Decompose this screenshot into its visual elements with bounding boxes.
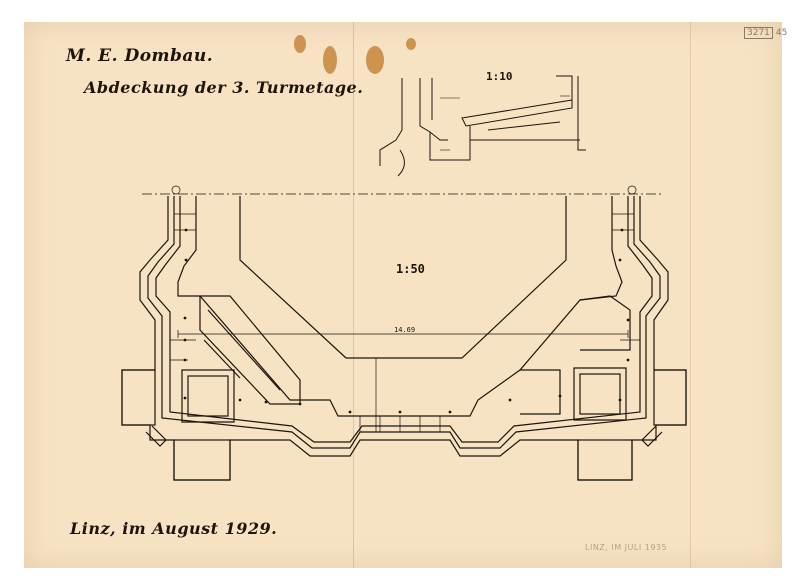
dimension-line [177,330,629,338]
paper-stains [294,35,416,74]
axis-marker-right [627,185,637,195]
axis-marker-left [171,185,181,195]
fold-line-right [690,22,691,568]
title-line2: Abdeckung der 3. Turmetage. [84,78,364,97]
title-line1: M. E. Dombau. [66,46,214,66]
dimension-label: 14.69 [394,326,416,334]
section-detail [379,75,586,177]
pencil-note: LINZ, IM JULI 1935 [585,543,668,552]
plan-outline [121,196,687,481]
stamp-suffix: 45 [775,28,788,38]
plan-scale: 1:50 [396,262,425,276]
paper [24,22,782,568]
fold-line [353,22,354,568]
bolt-dots [183,228,630,414]
place-date: Linz, im August 1929. [70,519,278,538]
stamp-number: 3271 [744,27,773,39]
detail-scale: 1:10 [486,70,513,83]
